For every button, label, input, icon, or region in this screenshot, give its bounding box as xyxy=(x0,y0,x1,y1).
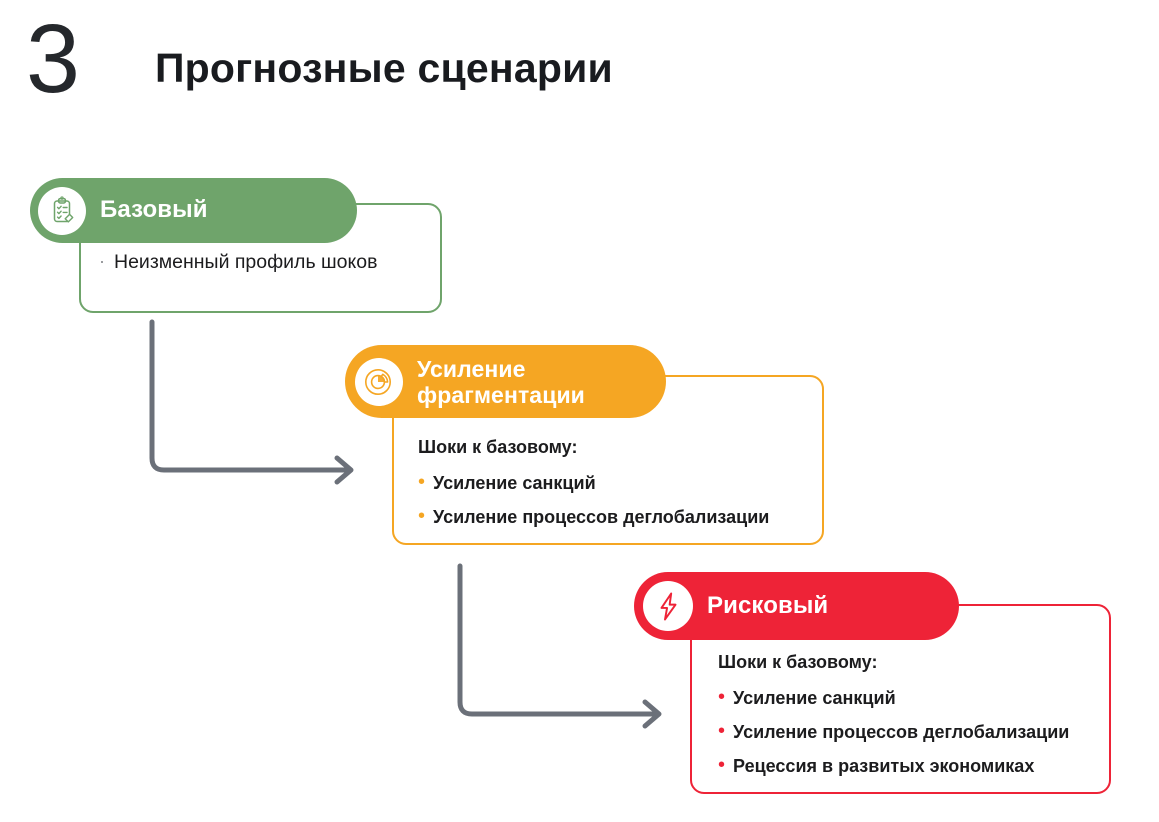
slide-number: 3 xyxy=(26,4,80,113)
bullet-label: Усиление санкций xyxy=(733,688,896,708)
bullet-label: Усиление процессов деглобализации xyxy=(733,722,1070,742)
list-item: • Усиление процессов деглобализации xyxy=(718,720,1097,743)
scenario-title-risk: Рисковый xyxy=(707,591,829,619)
bullet-marker: • xyxy=(718,686,726,708)
scenario-content-base: · Неизменный профиль шоков xyxy=(79,203,442,313)
scenario-content-fragmentation: Шоки к базовому: • Усиление санкций • Ус… xyxy=(392,375,824,545)
bullet-marker: · xyxy=(99,251,105,271)
list-item: • Усиление санкций xyxy=(418,471,810,494)
bullet-marker: • xyxy=(418,505,426,527)
list-item: • Усиление санкций xyxy=(718,686,1097,709)
list-item: • Рецессия в развитых экономиках xyxy=(718,754,1097,777)
bullet-marker: • xyxy=(718,754,726,776)
scenario-pill-risk[interactable]: Рисковый xyxy=(634,572,959,640)
clipboard-checklist-icon xyxy=(38,186,86,235)
scenario-title-fragmentation: Усиление фрагментации xyxy=(417,355,585,408)
scenario-title-base: Базовый xyxy=(100,196,208,224)
bullet-label: Усиление процессов деглобализации xyxy=(433,507,770,527)
shock-heading-fragmentation: Шоки к базовому: xyxy=(418,437,578,457)
pie-chart-icon xyxy=(355,357,403,406)
shock-heading-risk: Шоки к базовому: xyxy=(718,652,878,672)
scenario-content-risk: Шоки к базовому: • Усиление санкций • Ус… xyxy=(690,604,1111,794)
bullet-label: Неизменный профиль шоков xyxy=(114,251,378,273)
lightning-bolt-icon xyxy=(643,581,693,631)
list-item: · Неизменный профиль шоков xyxy=(99,251,426,274)
connector-base-to-fragmentation xyxy=(149,319,354,485)
scenario-pill-fragmentation[interactable]: Усиление фрагментации xyxy=(345,345,666,418)
bullet-marker: • xyxy=(418,471,426,493)
list-item: • Усиление процессов деглобализации xyxy=(418,505,810,528)
bullet-label: Усиление санкций xyxy=(433,473,596,493)
bullet-marker: • xyxy=(718,720,726,742)
scenario-pill-base[interactable]: Базовый xyxy=(30,178,357,243)
bullet-label: Рецессия в развитых экономиках xyxy=(733,756,1035,776)
page-title: Прогнозные сценарии xyxy=(155,45,613,91)
